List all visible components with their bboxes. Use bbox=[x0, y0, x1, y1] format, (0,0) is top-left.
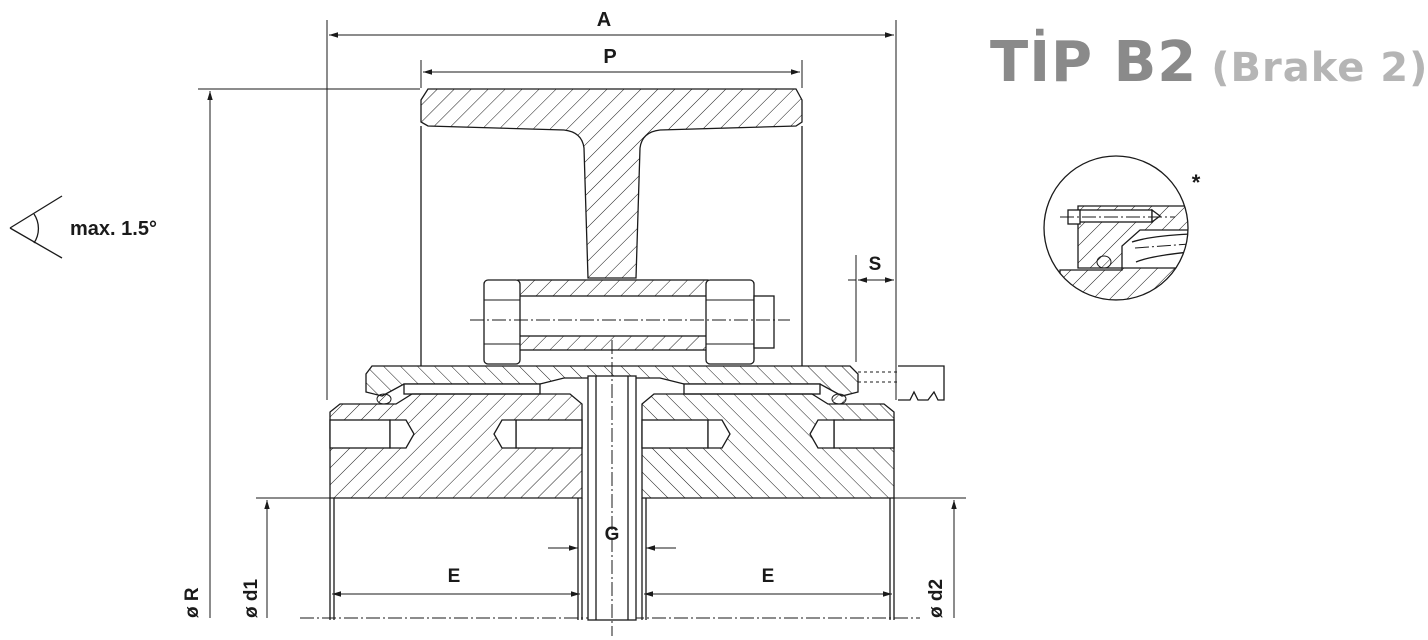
label-angle: max. 1.5° bbox=[70, 218, 157, 240]
label-a: A bbox=[597, 9, 611, 31]
title-sub: (Brake 2) bbox=[1211, 45, 1428, 91]
right-hub bbox=[641, 393, 895, 499]
bolt-assembly bbox=[470, 279, 790, 365]
label-e-right: E bbox=[762, 566, 775, 587]
dimension-a: A bbox=[326, 9, 897, 400]
dimension-r: ø R bbox=[182, 88, 420, 618]
dimension-d1: ø d1 bbox=[241, 497, 330, 618]
label-p: P bbox=[603, 46, 616, 68]
coupling-sleeve bbox=[365, 365, 945, 405]
label-d2: ø d2 bbox=[926, 579, 947, 618]
detail-mark: * bbox=[1192, 170, 1201, 195]
dimension-s: S bbox=[848, 254, 894, 362]
diagram-title: TİP B2 (Brake 2) bbox=[990, 30, 1428, 95]
label-g: G bbox=[605, 524, 620, 545]
left-hub bbox=[329, 393, 583, 499]
label-s: S bbox=[869, 254, 882, 275]
center-spacer bbox=[587, 340, 637, 636]
angle-symbol: max. 1.5° bbox=[9, 195, 157, 259]
dimension-e-right: E bbox=[644, 566, 892, 597]
label-e-left: E bbox=[448, 566, 461, 587]
dimension-d2: ø d2 bbox=[894, 497, 966, 618]
title-main: TİP B2 bbox=[990, 30, 1198, 95]
dimension-e-left: E bbox=[332, 566, 580, 597]
brake-disc bbox=[420, 88, 803, 366]
dimension-g: G bbox=[548, 524, 676, 551]
detail-inset: * bbox=[1043, 155, 1201, 301]
dimension-p: P bbox=[420, 46, 803, 88]
label-r: ø R bbox=[182, 587, 203, 618]
label-d1: ø d1 bbox=[241, 579, 262, 618]
